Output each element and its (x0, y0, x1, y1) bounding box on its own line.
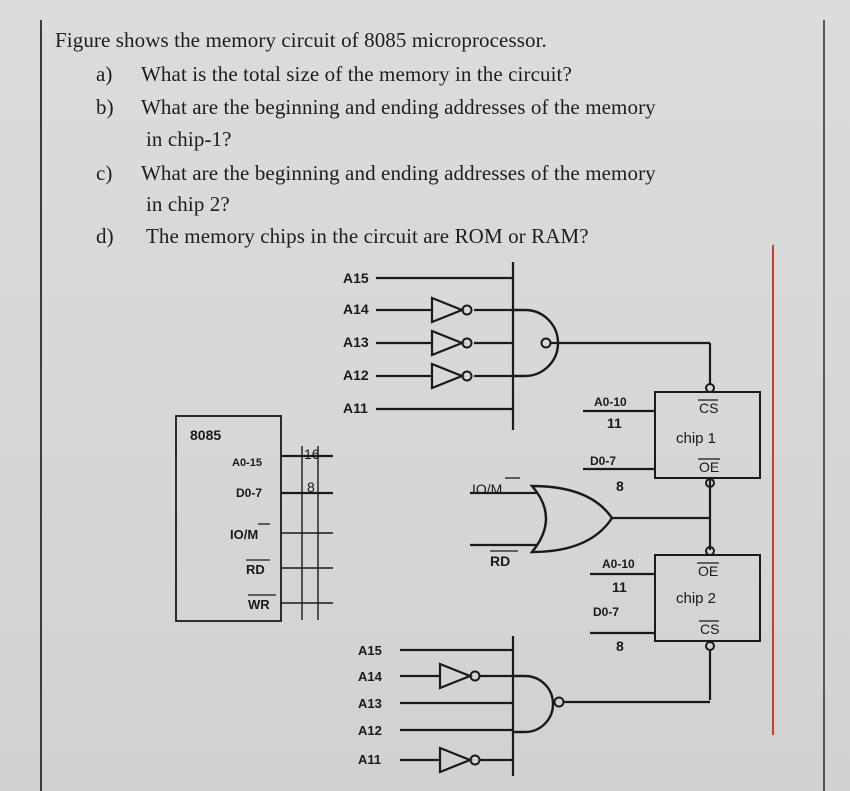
item-text-c: What are the beginning and ending addres… (141, 161, 656, 185)
cpu-iom-pin: IO/M (230, 527, 258, 542)
chip1-data: D0-7 (590, 454, 616, 468)
cpu-name: 8085 (190, 427, 221, 443)
cpu-addr-width: 16 (304, 446, 320, 462)
item-cont-c: in chip 2? (146, 192, 230, 216)
chip1-oe: OE (699, 459, 719, 475)
chip1-name: chip 1 (676, 430, 716, 447)
bottom-input-a12: A12 (358, 723, 382, 738)
item-text-a: What is the total size of the memory in … (141, 62, 572, 86)
right-margin-line (823, 20, 825, 791)
chip2-addr-width: 11 (612, 579, 627, 595)
chip2-data-width: 8 (616, 638, 624, 654)
chip1-data-width: 8 (616, 478, 624, 494)
item-label-b: b) (96, 95, 114, 119)
left-margin-line (40, 20, 42, 791)
top-input-a13: A13 (343, 334, 369, 350)
item-cont-b: in chip-1? (146, 127, 232, 151)
chip2-addr: A0-10 (602, 557, 635, 571)
top-input-a11: A11 (343, 400, 368, 416)
cpu-data-width: 8 (307, 479, 315, 495)
chip2-cs: CS (700, 621, 719, 637)
question-intro: Figure shows the memory circuit of 8085 … (55, 28, 547, 52)
or-input-iom: IO/M (472, 481, 502, 497)
top-input-a12: A12 (343, 367, 369, 383)
chip2-data: D0-7 (593, 605, 619, 619)
bottom-input-a11: A11 (358, 752, 381, 767)
cpu-wr-pin: WR (248, 597, 270, 612)
chip2-oe: OE (698, 563, 718, 579)
chip1-addr-width: 11 (607, 415, 622, 431)
or-input-rd: RD (490, 553, 510, 569)
item-label-d: d) (96, 224, 114, 248)
bottom-input-a15: A15 (358, 643, 382, 658)
red-margin-line (772, 245, 774, 735)
chip1-addr: A0-10 (594, 395, 627, 409)
top-input-a14: A14 (343, 301, 369, 317)
item-label-c: c) (96, 161, 113, 185)
item-text-b: What are the beginning and ending addres… (141, 95, 656, 119)
cpu-data-pin: D0-7 (236, 486, 262, 500)
cpu-rd-pin: RD (246, 562, 265, 577)
top-input-a15: A15 (343, 270, 369, 286)
cpu-addr-pin: A0-15 (232, 457, 262, 469)
item-text-d: The memory chips in the circuit are ROM … (146, 224, 589, 248)
bottom-input-a13: A13 (358, 696, 382, 711)
item-label-a: a) (96, 62, 113, 86)
chip2-name: chip 2 (676, 590, 716, 607)
chip1-cs: CS (699, 400, 718, 416)
bottom-input-a14: A14 (358, 669, 383, 684)
